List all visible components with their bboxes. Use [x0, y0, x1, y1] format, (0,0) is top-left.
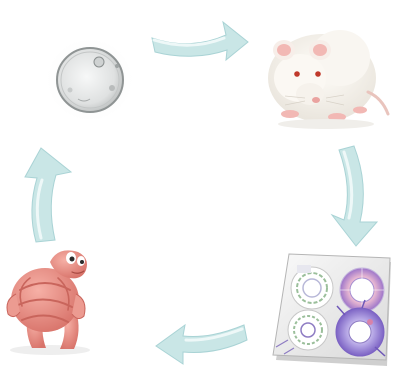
arrow-plots-to-gut — [156, 325, 247, 364]
arrow-cell-to-rat — [152, 22, 248, 60]
microbe-cell-icon — [44, 36, 136, 124]
circular-plot-panels-icon — [273, 254, 391, 366]
arrow-rat-to-plots — [332, 146, 377, 246]
intestine-character-icon — [7, 250, 90, 355]
arrow-gut-to-cell — [25, 148, 71, 242]
white-rat-icon — [268, 30, 388, 129]
circular-plot-2 — [340, 268, 384, 312]
